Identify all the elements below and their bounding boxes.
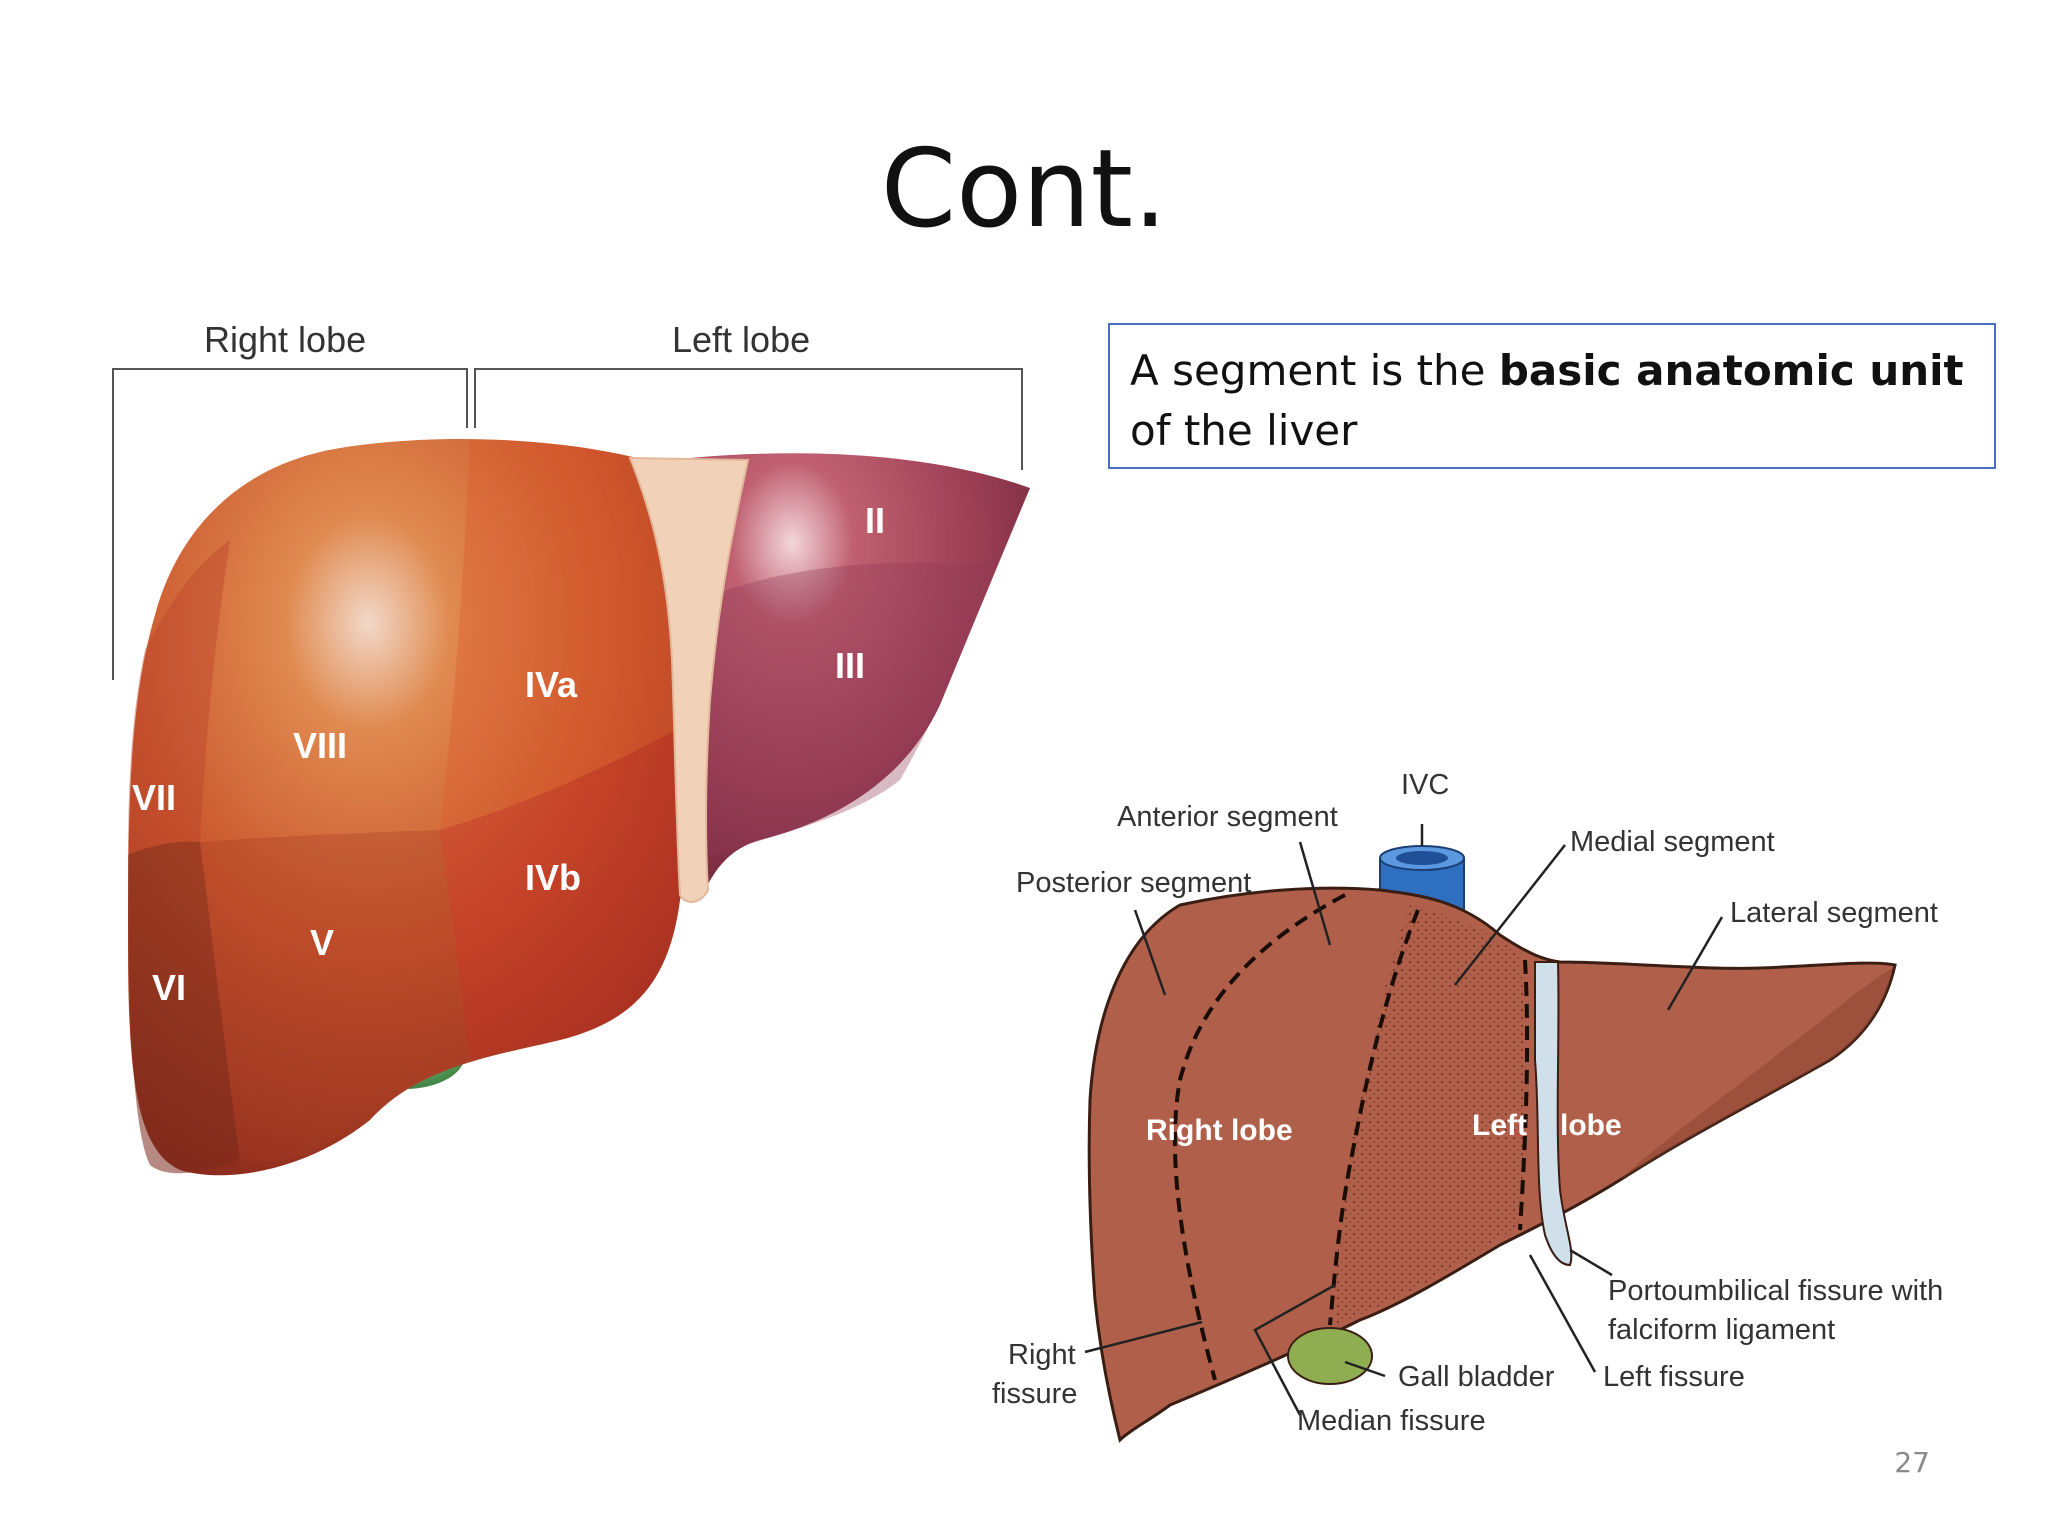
segment-IVa-shading — [440, 440, 700, 830]
segment-IVb-label: IVb — [525, 857, 581, 898]
segment-VII-label: VII — [132, 777, 176, 818]
page-number: 27 — [1894, 1446, 1930, 1479]
falciform-ligament — [628, 456, 750, 903]
callout-emphasis: basic anatomic unit — [1498, 346, 1964, 395]
segment-VI-label: VI — [152, 967, 186, 1008]
sketch-gallbladder — [1287, 1327, 1373, 1385]
segment-II-label: II — [865, 500, 885, 541]
leader-lines — [1084, 824, 1724, 1416]
gall-bladder-label: Gall bladder — [1398, 1361, 1555, 1393]
right-fissure-label-line1: Right — [1008, 1339, 1076, 1371]
right-fissure-label-line2: fissure — [992, 1378, 1077, 1410]
slide-title: Cont. — [880, 127, 1168, 252]
segment-V-shading — [200, 830, 470, 1162]
sketch-left-label: Left — [1472, 1109, 1527, 1142]
medial-segment-stipple — [1335, 905, 1526, 1325]
segment-VI-shading — [128, 841, 240, 1174]
portoumbilical-fissure-label-line2: falciform ligament — [1608, 1314, 1835, 1346]
lateral-segment-edge — [1620, 968, 1893, 1180]
portoumbilical-fissure-label-line1: Portoumbilical fissure with — [1608, 1275, 1943, 1307]
callout-text-prefix: A segment is the — [1130, 346, 1499, 395]
left-fissure-label: Left fissure — [1603, 1361, 1745, 1393]
sketch-lobe-label: lobe — [1560, 1109, 1622, 1142]
definition-callout: A segment is the basic anatomic unit of … — [1108, 323, 1996, 469]
segment-VIII-label: VIII — [293, 725, 347, 766]
ivc-label: IVC — [1401, 769, 1449, 801]
lateral-segment-label: Lateral segment — [1730, 897, 1938, 929]
medial-segment-label: Medial segment — [1570, 826, 1775, 858]
sketch-falciform-ligament — [1534, 961, 1573, 1267]
left-diagram-right-lobe-label: Right lobe — [204, 319, 366, 360]
segment-V-label: V — [310, 922, 334, 963]
lobe-brackets — [112, 368, 1023, 680]
right-lobe-shape — [128, 438, 700, 1176]
left-lobe-shape — [690, 453, 1030, 900]
segment-III-shading — [700, 562, 990, 860]
left-diagram-left-lobe-label: Left lobe — [672, 319, 810, 360]
segment-III-label: III — [835, 645, 865, 686]
median-fissure-label: Median fissure — [1297, 1405, 1486, 1437]
fissure-lines — [1172, 893, 1530, 1381]
segment-IVa-label: IVa — [525, 664, 578, 705]
callout-text-suffix: of the liver — [1130, 406, 1358, 455]
sketch-right-lobe-label: Right lobe — [1146, 1114, 1293, 1147]
anterior-segment-label: Anterior segment — [1117, 801, 1338, 833]
segment-VII-shading — [128, 540, 230, 855]
segment-IVb-shading — [440, 720, 695, 1060]
posterior-segment-label: Posterior segment — [1016, 867, 1251, 899]
